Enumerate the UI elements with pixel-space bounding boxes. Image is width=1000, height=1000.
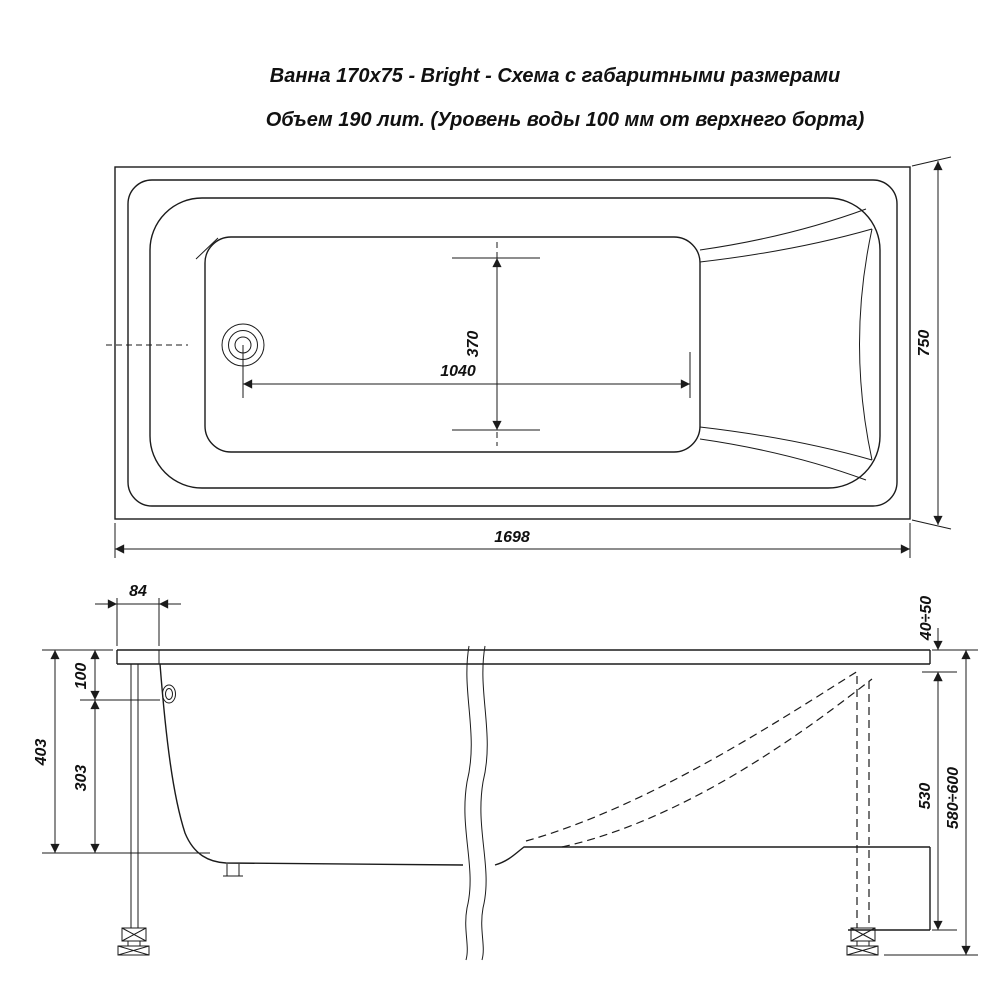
dim-label-frame-height: 530 [917,783,934,810]
rim-profile [116,649,931,665]
page-subtitle: Объем 190 лит. (Уровень воды 100 мм от в… [266,109,865,131]
basin-top-edge [149,197,881,489]
dim-rim-flange: 84 [95,583,181,646]
dim-label-inner-width: 370 [465,331,482,358]
tub-outer-edge [114,166,911,520]
sloped-end-hidden-lines [525,670,873,928]
corner-blend-line [195,237,219,260]
dim-inner-width: 370 [452,242,540,446]
dim-overall-length: 1698 [114,523,911,558]
basin-bottom-edge [204,236,701,453]
dim-label-rim-height: 40÷50 [918,596,935,641]
dim-depth-outer: 403 [33,650,60,853]
sloped-end-contours [699,208,873,481]
dim-overall-width: 750 [911,156,952,530]
dim-label-overall-length: 1698 [494,529,530,546]
dim-rim-height: 40÷50 [918,596,943,694]
top-view: 370 1040 1698 750 [106,156,952,558]
page-title: Ванна 170x75 - Bright - Схема с габаритн… [270,65,840,87]
dim-label-water-level: 100 [73,663,90,690]
dim-water-level: 100 [73,650,100,700]
dim-label-rim-flange: 84 [129,583,147,600]
break-lines [464,645,488,961]
dim-depth-inner: 303 [73,700,100,853]
left-leg [130,664,139,928]
foot-right [846,927,879,956]
dim-inner-length: 1040 [242,345,691,398]
dim-label-depth-inner: 303 [73,765,90,792]
dim-label-depth-outer: 403 [33,739,50,767]
side-view: 403 100 303 84 40÷50 [33,583,978,961]
frame-rail [494,846,930,866]
tub-left-wall [159,663,464,866]
tub-rim-inner-edge [127,179,898,507]
dim-frame-height: 530 [917,672,943,930]
dim-overall-height: 580÷600 [945,650,971,955]
drain-trap [223,864,243,877]
foot-left [117,927,150,956]
overflow-hole [162,684,176,704]
dim-label-inner-length: 1040 [440,363,476,380]
dim-label-overall-width: 750 [916,330,933,357]
dim-label-overall-height: 580÷600 [945,767,962,829]
